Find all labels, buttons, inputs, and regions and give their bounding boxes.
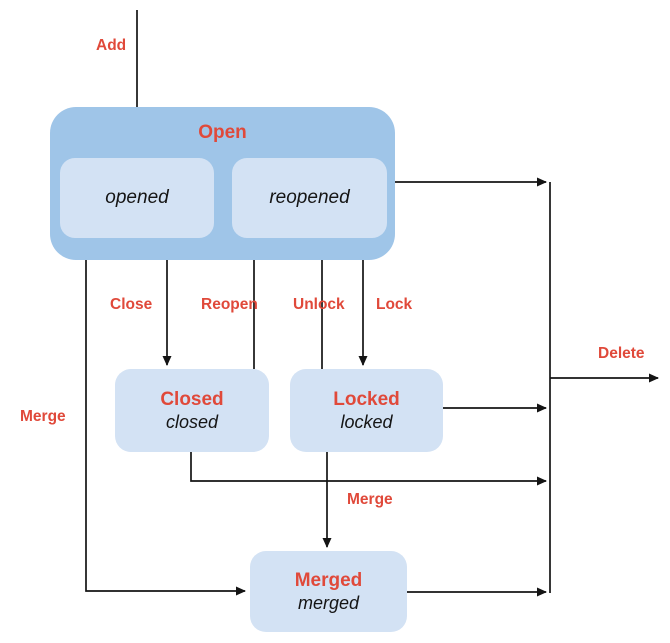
transition-label-close: Close bbox=[110, 296, 153, 313]
transition-label-lock: Lock bbox=[376, 296, 413, 313]
transition-label-unlock: Unlock bbox=[293, 296, 345, 313]
arrow-merge-open-to-merged bbox=[85, 260, 246, 596]
transition-label-add: Add bbox=[96, 37, 127, 54]
transition-label-merge-left: Merge bbox=[20, 408, 66, 425]
state-merged: Merged merged bbox=[250, 551, 407, 632]
arrow-closed-to-bus bbox=[190, 452, 547, 486]
state-opened: opened bbox=[60, 158, 214, 238]
state-locked: Locked locked bbox=[290, 369, 443, 452]
state-merged-subtitle: merged bbox=[297, 592, 360, 613]
transition-label-merge-mid: Merge bbox=[347, 491, 393, 508]
state-closed-subtitle: closed bbox=[165, 411, 219, 432]
state-merged-title: Merged bbox=[294, 569, 363, 591]
state-open-container: Open opened reopened bbox=[50, 107, 395, 260]
state-closed-title: Closed bbox=[160, 388, 224, 410]
state-reopened: reopened bbox=[232, 158, 387, 238]
state-open-title: Open bbox=[198, 122, 247, 143]
state-reopened-label: reopened bbox=[269, 187, 350, 208]
state-opened-label: opened bbox=[105, 187, 169, 208]
transition-label-delete: Delete bbox=[598, 345, 645, 362]
state-closed: Closed closed bbox=[115, 369, 269, 452]
transition-label-reopen: Reopen bbox=[201, 296, 258, 313]
state-locked-title: Locked bbox=[333, 388, 400, 410]
state-locked-subtitle: locked bbox=[340, 411, 393, 432]
